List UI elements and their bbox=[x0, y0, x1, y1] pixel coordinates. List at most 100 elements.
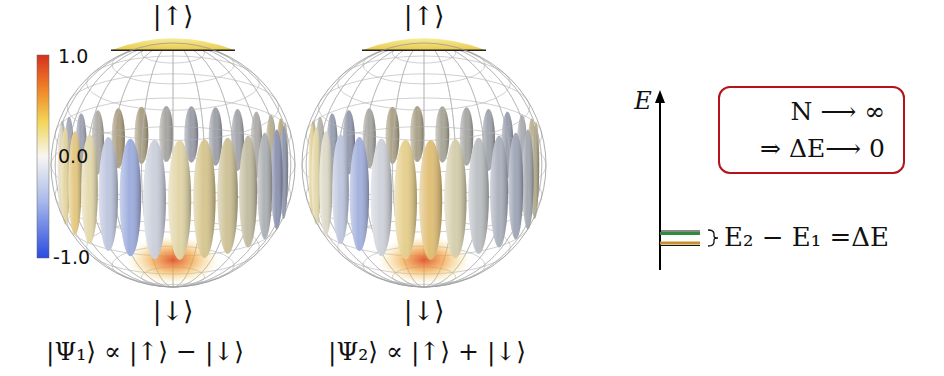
orbital-lobe bbox=[193, 139, 215, 258]
orbital-lobe bbox=[332, 134, 349, 243]
orbital-lobe bbox=[490, 136, 508, 248]
lobe-shade bbox=[168, 140, 191, 260]
lobe-shade bbox=[217, 138, 237, 254]
state-formula: |Ψ₂⟩ ∝ |↑⟩ + |↓⟩ bbox=[328, 338, 526, 367]
meridian bbox=[306, 43, 542, 287]
sphere-grid bbox=[51, 43, 295, 287]
limit-statement: N ⟶ ∞ bbox=[734, 93, 885, 130]
lobe-fill bbox=[271, 129, 282, 229]
sphere-grid bbox=[302, 43, 546, 287]
orbital-lobe bbox=[143, 140, 166, 260]
spheres bbox=[51, 38, 546, 287]
lobe-fill bbox=[143, 140, 166, 260]
lobe-shade bbox=[193, 139, 215, 258]
meridian bbox=[363, 43, 485, 287]
lobe-fill bbox=[508, 133, 523, 239]
lobe-fill bbox=[319, 131, 332, 235]
lobe-fill bbox=[522, 129, 533, 229]
meridian bbox=[318, 43, 529, 287]
orbital-lobe bbox=[168, 140, 191, 260]
meridian bbox=[318, 43, 529, 287]
meridian bbox=[67, 43, 278, 287]
statement-box: N ⟶ ∞⇒ ΔE⟶ 0 bbox=[718, 86, 905, 174]
polar-cap bbox=[111, 38, 235, 50]
lobe-shade bbox=[350, 137, 369, 251]
orbital-lobe bbox=[257, 133, 272, 239]
bloch-sphere bbox=[302, 38, 546, 287]
lobe-fill bbox=[120, 139, 141, 257]
lobe-shade bbox=[239, 136, 257, 248]
lobe-fill bbox=[193, 139, 215, 258]
colorbar bbox=[37, 55, 49, 258]
lobe-shade bbox=[319, 131, 332, 235]
lobe-shade bbox=[143, 140, 166, 260]
lobe-fill bbox=[217, 138, 237, 254]
lobe-shade bbox=[419, 140, 442, 260]
ket-label: |↓⟩ bbox=[153, 297, 194, 327]
colorbar-tick: 1.0 bbox=[58, 46, 88, 68]
level-outline bbox=[660, 231, 700, 232]
ket-label: |↑⟩ bbox=[153, 2, 194, 32]
front-lobes bbox=[309, 124, 539, 260]
orbital-lobe bbox=[120, 139, 141, 257]
lobe-shade bbox=[271, 129, 282, 229]
sphere-outline bbox=[302, 43, 546, 287]
orbital-lobe bbox=[99, 137, 118, 251]
lobe-fill bbox=[350, 137, 369, 251]
polar-cap bbox=[362, 38, 486, 50]
ket-label: |↑⟩ bbox=[404, 2, 445, 32]
axis-label: E bbox=[634, 88, 652, 116]
orbital-lobe bbox=[350, 137, 369, 251]
orbital-lobe bbox=[419, 140, 442, 260]
lobe-fill bbox=[444, 139, 466, 258]
lobe-shade bbox=[444, 139, 466, 258]
lobe-shade bbox=[394, 140, 417, 260]
meridian bbox=[55, 43, 291, 287]
lobe-shade bbox=[522, 129, 533, 229]
orbital-lobe bbox=[371, 139, 392, 257]
meridian bbox=[338, 43, 511, 287]
lobe-shade bbox=[332, 134, 349, 243]
lobe-fill bbox=[257, 133, 272, 239]
lobe-fill bbox=[490, 136, 508, 248]
lobe-shade bbox=[468, 138, 488, 254]
colorbar-tick: -1.0 bbox=[53, 247, 90, 269]
meridian bbox=[67, 43, 278, 287]
state-formula: |Ψ₁⟩ ∝ |↑⟩ − |↓⟩ bbox=[46, 338, 244, 367]
limit-statement: ⇒ ΔE⟶ 0 bbox=[734, 130, 885, 167]
lobe-fill bbox=[332, 134, 349, 243]
axis-arrowhead bbox=[655, 90, 665, 103]
orbital-lobe bbox=[394, 140, 417, 260]
bloch-sphere bbox=[51, 38, 295, 287]
orbital-lobe bbox=[239, 136, 257, 248]
lobe-fill bbox=[168, 140, 191, 260]
energy-gap-label: E₂ − E₁ =ΔE bbox=[724, 223, 889, 253]
energy-level bbox=[660, 232, 700, 235]
sphere-outline bbox=[51, 43, 295, 287]
lobe-fill bbox=[371, 139, 392, 257]
lobe-fill bbox=[394, 140, 417, 260]
energy-level bbox=[660, 242, 700, 245]
orbital-lobe bbox=[444, 139, 466, 258]
ket-label: |↓⟩ bbox=[404, 297, 445, 327]
orbital-lobe bbox=[217, 138, 237, 254]
lobe-shade bbox=[508, 133, 523, 239]
lobe-shade bbox=[99, 137, 118, 251]
lobe-fill bbox=[468, 138, 488, 254]
lobe-fill bbox=[239, 136, 257, 248]
meridian bbox=[87, 43, 260, 287]
orbital-lobe bbox=[508, 133, 523, 239]
meridian bbox=[112, 43, 234, 287]
front-lobes bbox=[58, 124, 288, 260]
orbital-lobe bbox=[319, 131, 332, 235]
lobe-shade bbox=[120, 139, 141, 257]
lobe-fill bbox=[419, 140, 442, 260]
lobe-shade bbox=[257, 133, 272, 239]
lobe-fill bbox=[99, 137, 118, 251]
orbital-lobe bbox=[468, 138, 488, 254]
brace bbox=[708, 230, 718, 246]
meridian bbox=[112, 43, 234, 287]
meridian bbox=[363, 43, 485, 287]
meridian bbox=[55, 43, 291, 287]
